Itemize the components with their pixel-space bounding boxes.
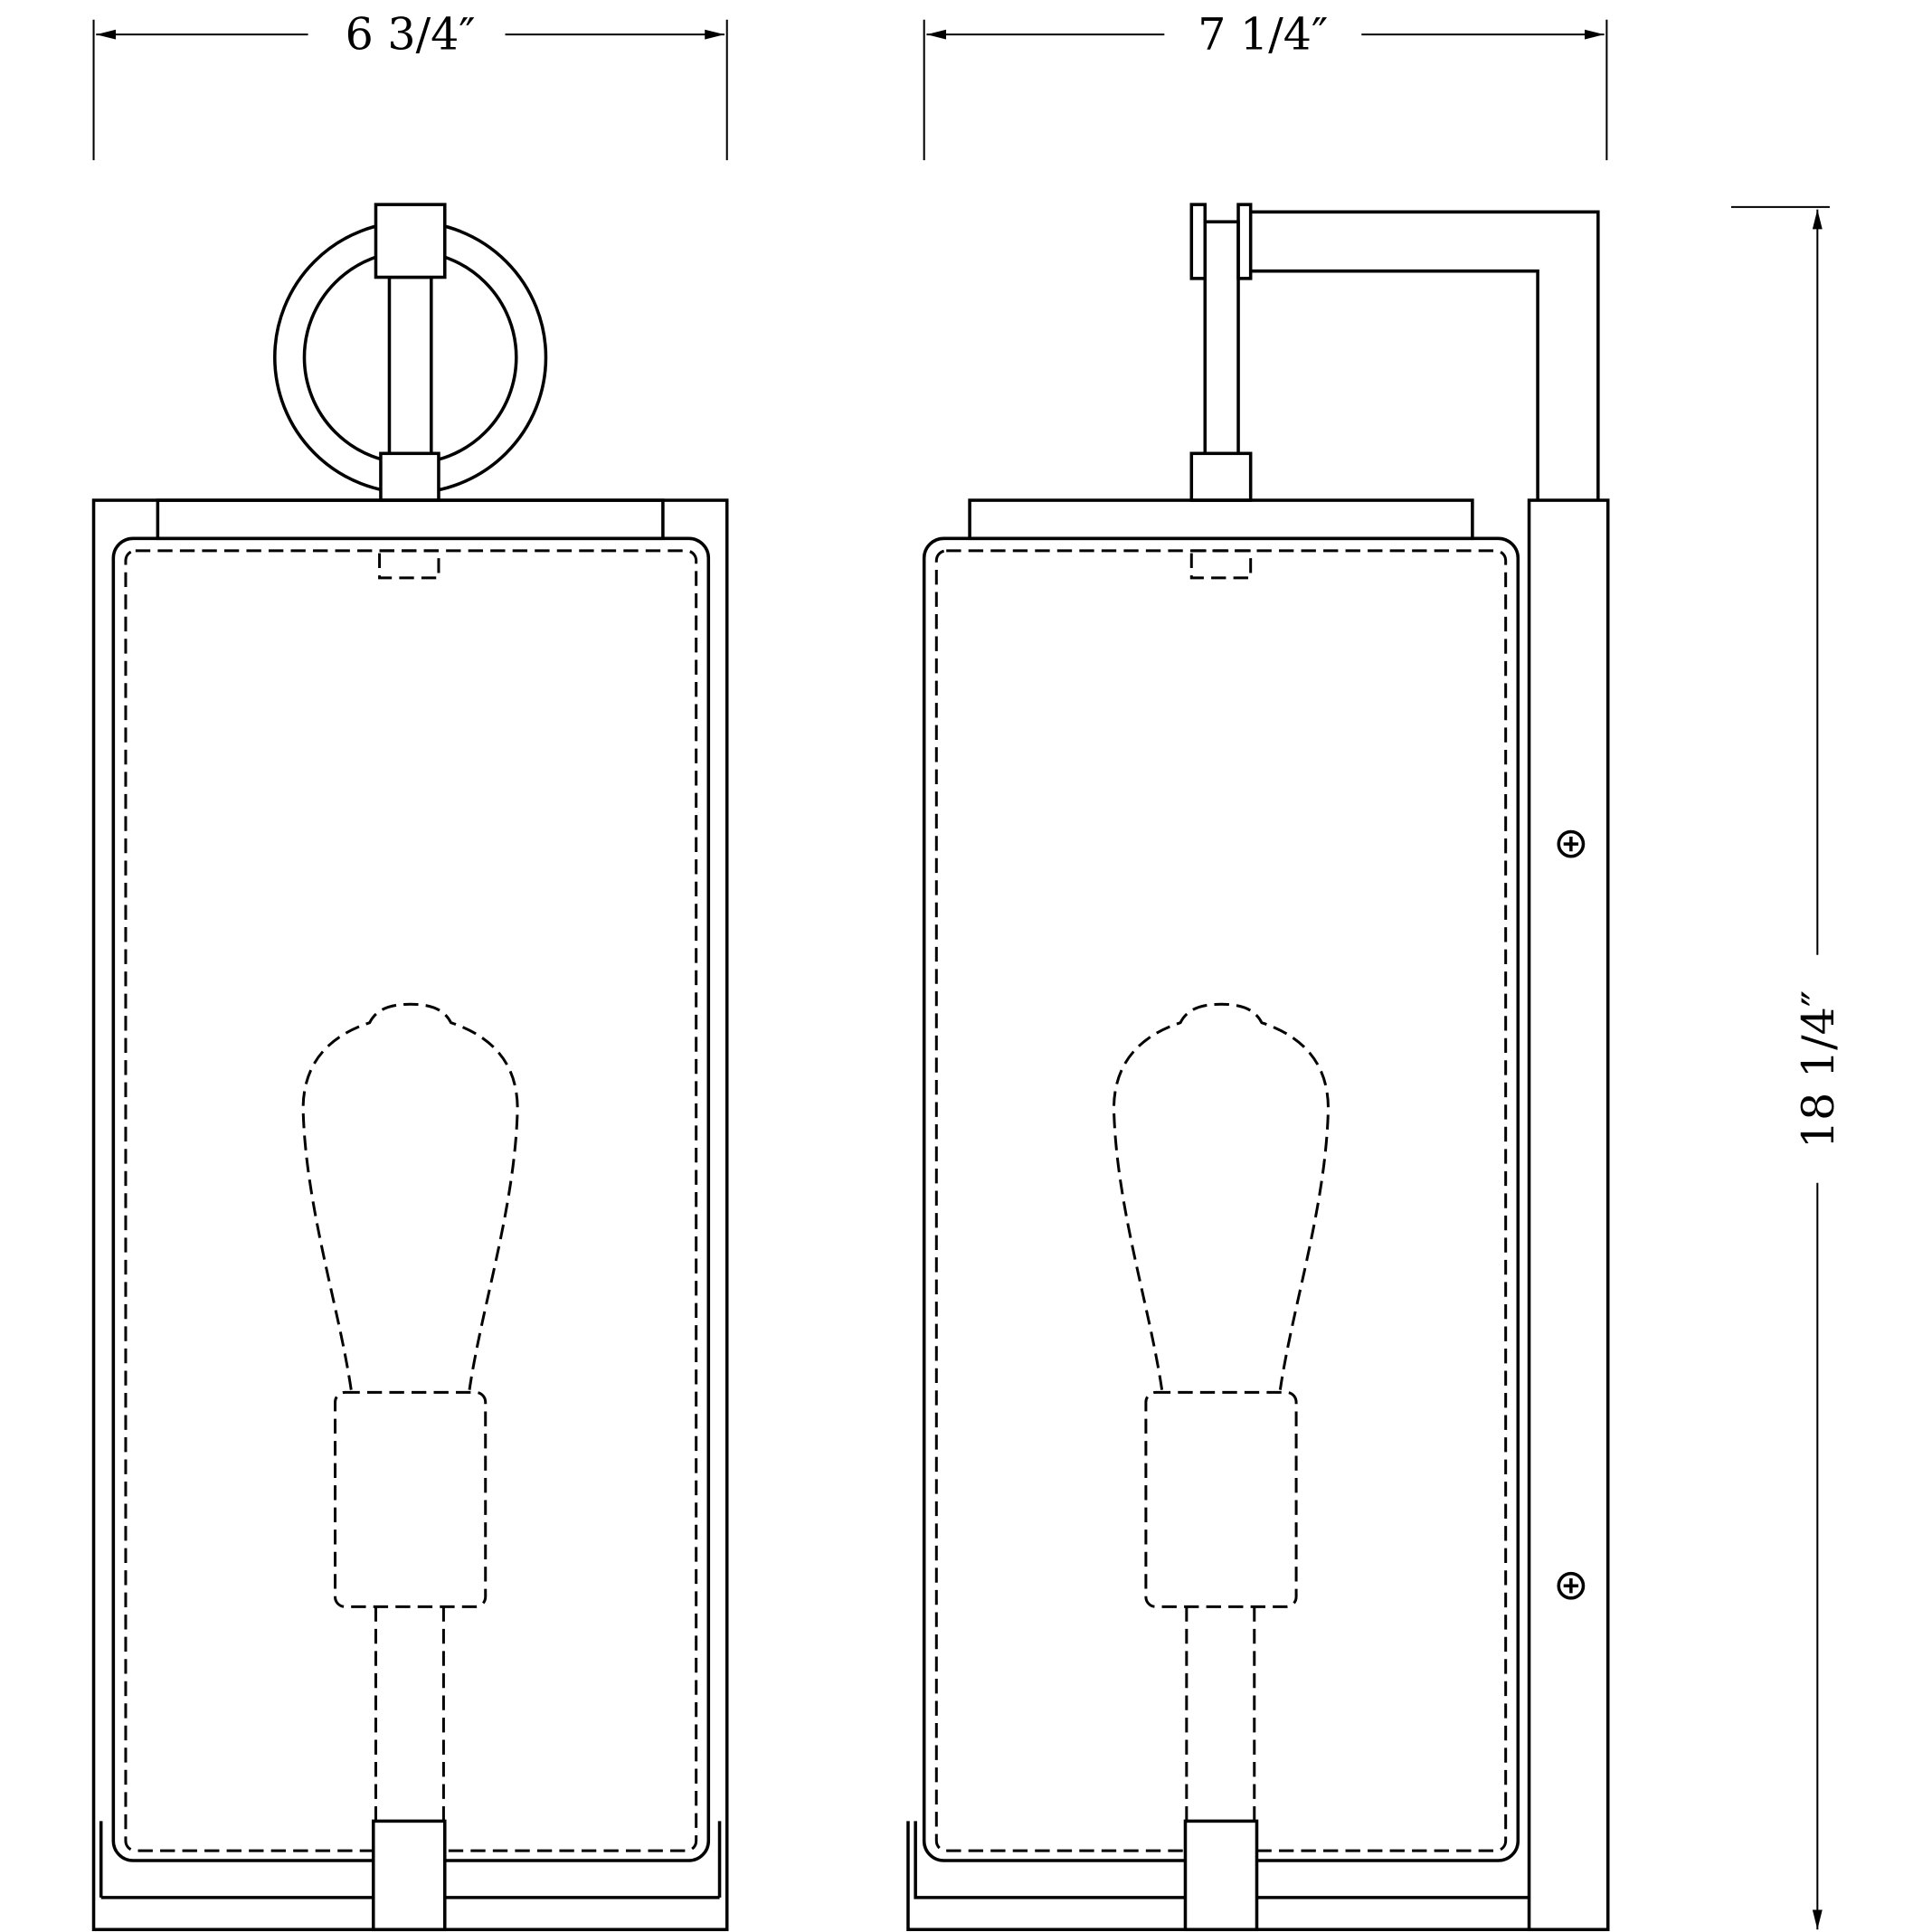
base (906, 1819, 1530, 1932)
glass-panel (111, 536, 711, 1862)
glass-inner-dashed (934, 549, 1508, 1852)
glass-panel (922, 536, 1520, 1862)
hanging-ring (273, 203, 548, 502)
dimension-label-height: 18 1/4″ (1792, 990, 1844, 1149)
glass-inner-dashed (124, 549, 698, 1852)
dimension-height: 18 1/4″ (1730, 205, 1844, 1930)
screw-icon (1557, 829, 1586, 1600)
base (99, 1819, 722, 1932)
top-fitting-dashed (378, 549, 440, 580)
front-view (91, 203, 729, 1932)
wall-arm (1189, 203, 1600, 502)
bulb-icon (301, 1002, 519, 1822)
dimension-side-depth: 7 1/4″ (923, 7, 1608, 161)
outer-frame (91, 498, 729, 1932)
dimension-label-depth: 7 1/4″ (1198, 7, 1328, 60)
top-cap (968, 498, 1474, 541)
top-fitting-dashed (1189, 549, 1253, 580)
dimension-label-width: 6 3/4″ (346, 7, 476, 60)
dimension-front-width: 6 3/4″ (92, 7, 728, 161)
side-view (906, 203, 1610, 1932)
bulb-icon (1112, 1002, 1330, 1822)
wall-backplate (1527, 498, 1610, 1932)
top-cap (156, 498, 665, 541)
